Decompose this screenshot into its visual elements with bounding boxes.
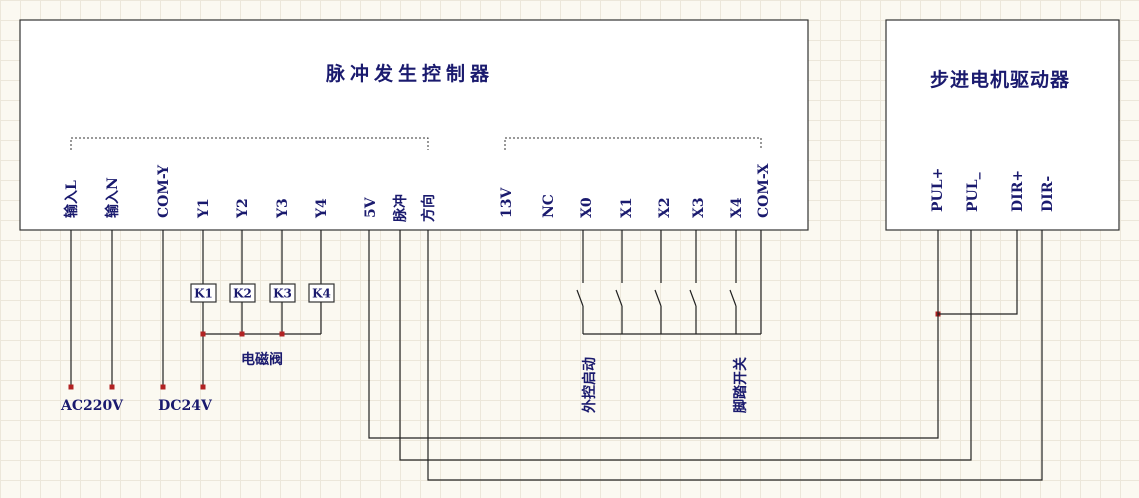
foot-switch-label: 脚踏开关: [732, 357, 749, 413]
wire-direction-to-dir-minus: [427, 230, 1043, 481]
pin-x0: X0: [579, 197, 595, 218]
pin-x2: X2: [657, 197, 673, 218]
relay-k2-label: K2: [233, 287, 252, 301]
node-bus-k3: [279, 331, 285, 337]
switch-x2: [654, 230, 662, 334]
wire-5v-to-pul-plus: [368, 230, 939, 439]
pin-y2: Y2: [235, 198, 251, 219]
input-group-bracket: [504, 137, 762, 150]
node-dc-minus: [160, 384, 166, 390]
pin-x1: X1: [619, 197, 635, 218]
controller-pins-right: 13V NC X0 X1 X2 X3 X4 COM-X: [499, 163, 772, 218]
pin-pul-minus: PUL_: [965, 172, 981, 212]
driver-box: [885, 19, 1120, 231]
relay-k1-label: K1: [194, 287, 213, 301]
driver-title: 步进电机驱动器: [930, 68, 1070, 91]
controller-box: [19, 19, 809, 231]
relay-k3-label: K3: [273, 287, 292, 301]
signal-wires: [368, 230, 1043, 481]
node-bus-k1: [200, 331, 206, 337]
switch-x0: [576, 230, 584, 334]
node-ac-l: [68, 384, 74, 390]
wire-pulse-to-pul-minus: [399, 230, 972, 461]
pin-pul-plus: PUL+: [930, 168, 946, 212]
junction-nodes: [68, 311, 941, 390]
input-switches: [576, 230, 762, 335]
ac-supply-label: AC220V: [60, 398, 124, 414]
solenoid-label: 电磁阀: [241, 351, 283, 368]
pin-direction: 方向: [420, 194, 437, 222]
external-start-label: 外控启动: [581, 357, 598, 413]
node-ac-n: [109, 384, 115, 390]
pin-y1: Y1: [196, 198, 212, 219]
pin-x3: X3: [691, 197, 707, 218]
relay-outputs: K1 K2 K3 K4: [190, 230, 335, 387]
switch-x1: [615, 230, 623, 334]
pin-13v: 13V: [499, 187, 515, 218]
driver-pins: PUL+ PUL_ DIR+ DIR-: [930, 168, 1056, 212]
pin-com-x: COM-X: [756, 163, 772, 218]
pin-pulse: 脉冲: [392, 194, 409, 223]
controller-pins-left: 输入L 输入N COM-Y Y1 Y2 Y3 Y4 5V 脉冲 方向: [63, 164, 437, 223]
pin-y4: Y4: [314, 198, 330, 219]
switch-x3: [689, 230, 697, 334]
pin-y3: Y3: [275, 198, 291, 219]
node-bus-k2: [239, 331, 245, 337]
pin-input-n: 输入N: [104, 177, 121, 218]
relay-k4-label: K4: [312, 287, 331, 301]
pin-com-y: COM-Y: [156, 164, 172, 218]
pin-dir-plus: DIR+: [1010, 170, 1026, 212]
dc-supply-label: DC24V: [158, 398, 213, 414]
output-group-bracket: [70, 137, 429, 150]
pin-nc: NC: [541, 194, 557, 218]
wire-pul-plus-to-dir-plus: [938, 230, 1018, 315]
pin-x4: X4: [729, 197, 745, 218]
switch-x4: [729, 230, 737, 334]
pin-5v: 5V: [363, 196, 379, 218]
pin-dir-minus: DIR-: [1040, 176, 1056, 212]
pin-input-l: 输入L: [63, 180, 80, 218]
node-dc-plus: [200, 384, 206, 390]
controller-title: 脉冲发生控制器: [325, 62, 494, 85]
